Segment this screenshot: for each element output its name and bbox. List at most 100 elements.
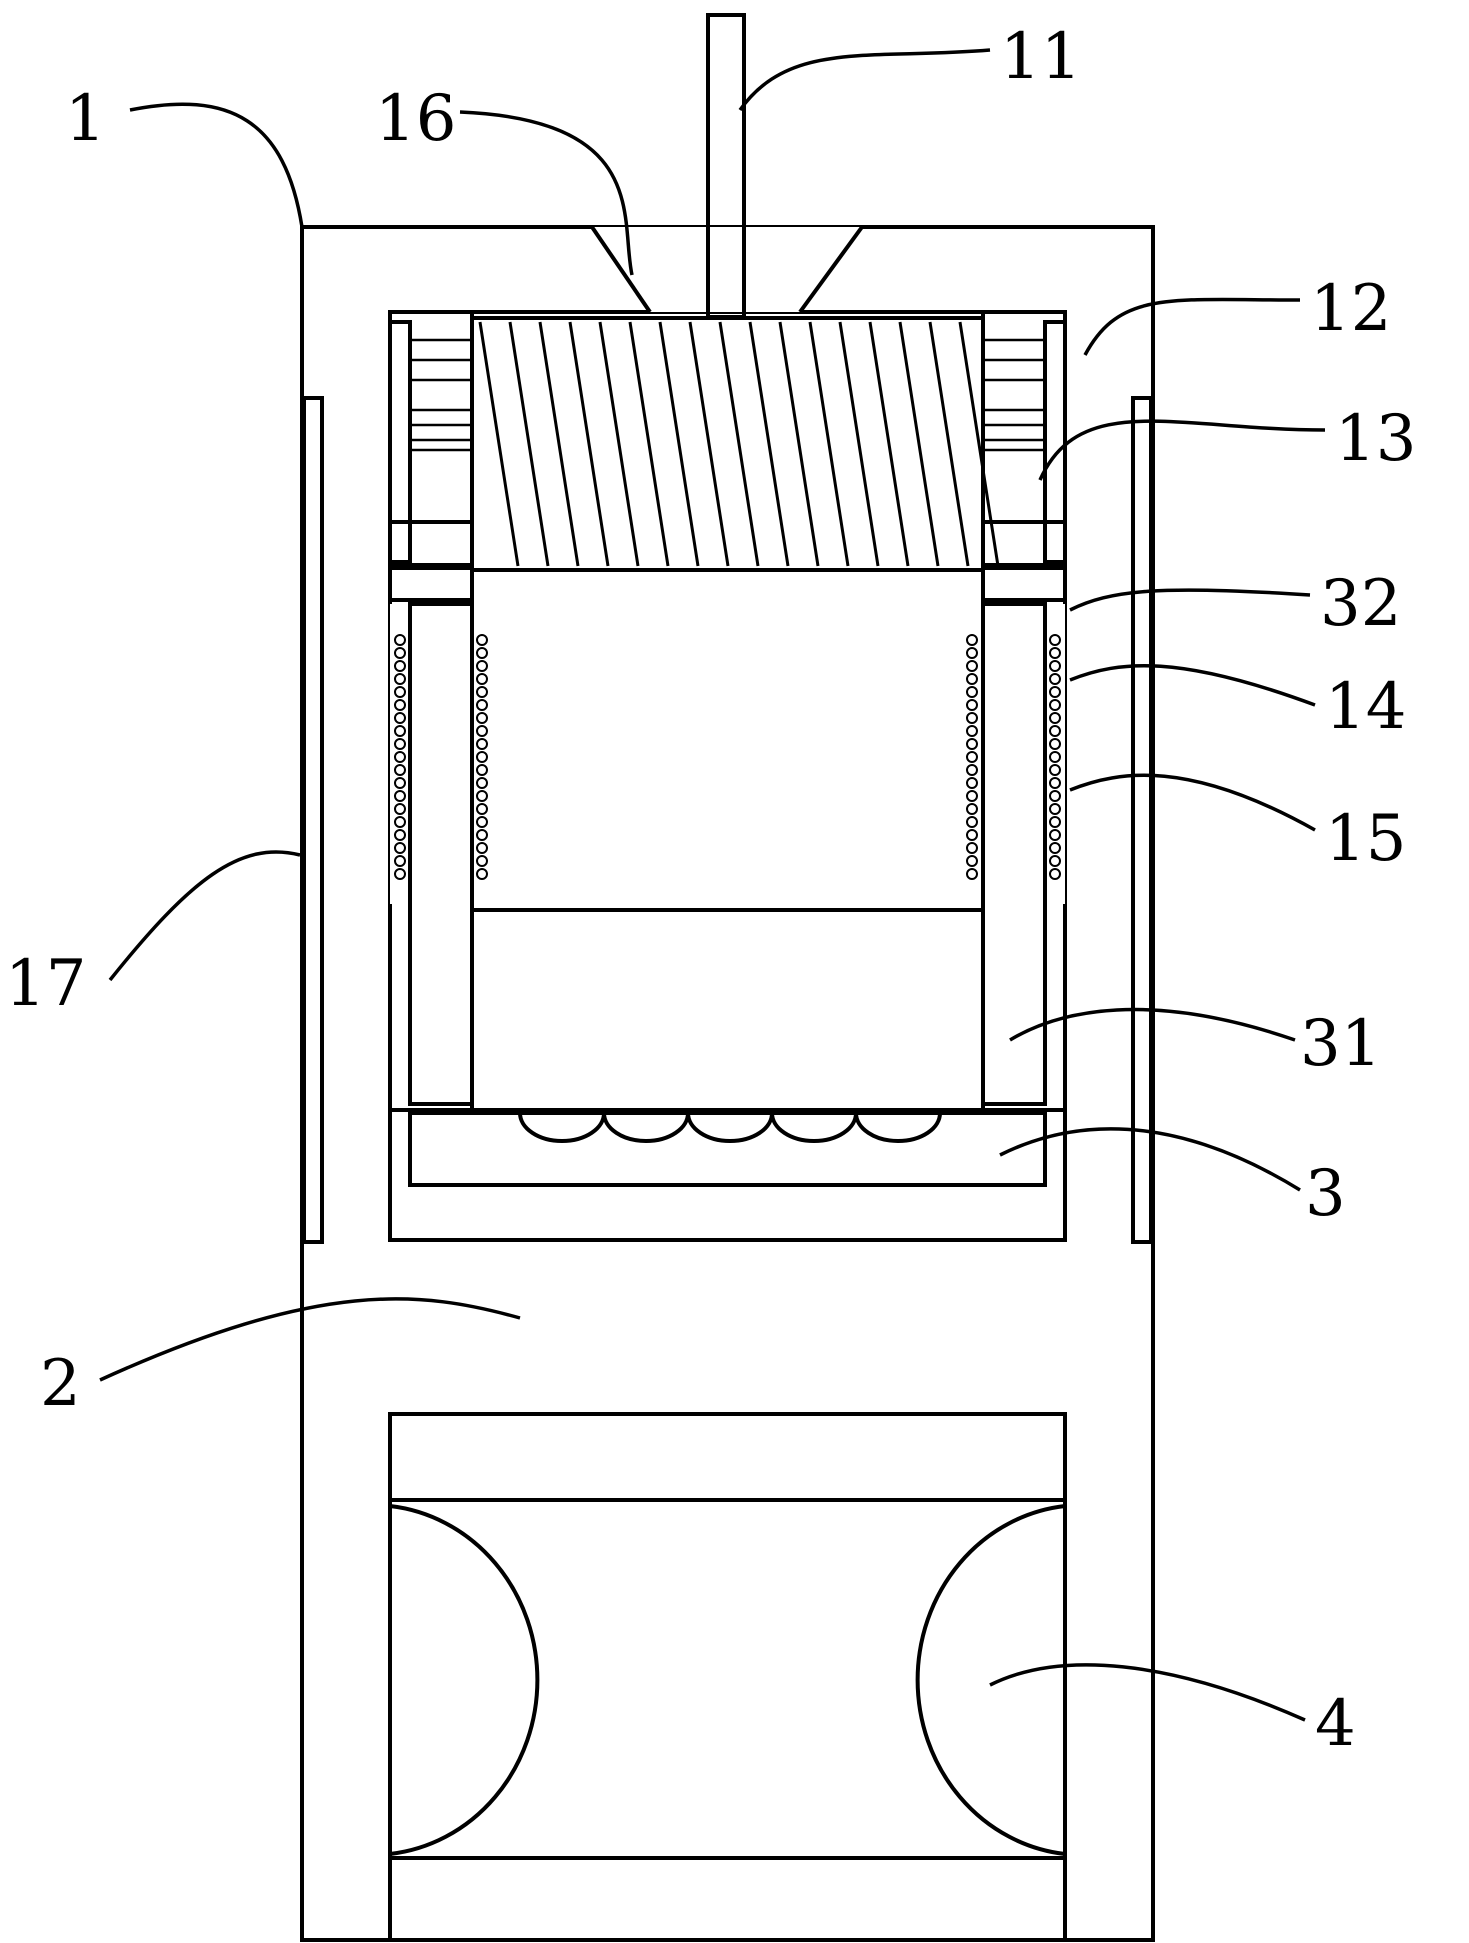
piston-plate — [410, 1113, 1045, 1185]
coil-bead — [477, 765, 487, 775]
coil-bead — [967, 843, 977, 853]
coil-bead — [477, 700, 487, 710]
coil-bead — [395, 791, 405, 801]
coil-bead — [477, 752, 487, 762]
coil-bead — [395, 661, 405, 671]
coil-bead — [395, 778, 405, 788]
coil-bead — [967, 674, 977, 684]
coil-bead — [395, 869, 405, 879]
coil-bead — [1050, 700, 1060, 710]
coil-bead — [395, 843, 405, 853]
coil-bead — [967, 869, 977, 879]
coil-bead — [1050, 856, 1060, 866]
coil-bead — [477, 687, 487, 697]
coil-bead — [395, 700, 405, 710]
coil-bead — [1050, 635, 1060, 645]
coil-bead — [395, 687, 405, 697]
coil-bead — [477, 739, 487, 749]
coil-bead — [1050, 661, 1060, 671]
coil-bead — [1050, 791, 1060, 801]
coil-bead — [477, 791, 487, 801]
label-17: 17 — [5, 947, 86, 1021]
coil-bead — [1050, 687, 1060, 697]
coil-bead — [1050, 869, 1060, 879]
label-12: 12 — [1310, 272, 1391, 346]
coil-bead — [967, 830, 977, 840]
label-14: 14 — [1325, 670, 1406, 744]
coil-bead — [967, 661, 977, 671]
coil-bead — [967, 726, 977, 736]
coil-bead — [477, 843, 487, 853]
coil-bead — [477, 830, 487, 840]
coil-bead — [395, 817, 405, 827]
coil-bead — [395, 635, 405, 645]
coil-bead — [1050, 817, 1060, 827]
coil-bead — [1050, 843, 1060, 853]
coil-bead — [967, 635, 977, 645]
coil-bead — [967, 765, 977, 775]
coil-bead — [477, 635, 487, 645]
coil-bead — [395, 856, 405, 866]
label-31: 31 — [1300, 1007, 1381, 1081]
coil-bead — [1050, 726, 1060, 736]
coil-bead — [477, 804, 487, 814]
coil-bead — [395, 674, 405, 684]
coil-bead — [1050, 778, 1060, 788]
coil-bead — [967, 856, 977, 866]
coil-bead — [477, 856, 487, 866]
coil-bead — [395, 765, 405, 775]
inner-chamber — [472, 570, 983, 1110]
side-plates — [304, 398, 1151, 1242]
label-4: 4 — [1315, 1687, 1356, 1761]
coil-bead — [395, 648, 405, 658]
coil-bead — [1050, 713, 1060, 723]
sleeve-walls — [390, 522, 1065, 1104]
coil-bead — [395, 830, 405, 840]
coil-bead — [967, 687, 977, 697]
label-1: 1 — [65, 82, 106, 156]
coil-bead — [477, 713, 487, 723]
coil-bead — [477, 648, 487, 658]
coil-bead — [1050, 648, 1060, 658]
label-15: 15 — [1325, 802, 1406, 876]
coil-spring — [472, 318, 998, 570]
inner-sleeve — [390, 312, 1065, 1110]
coil-bead — [967, 778, 977, 788]
housing — [302, 227, 1153, 1940]
coil-bead — [967, 817, 977, 827]
coil-bead — [1050, 765, 1060, 775]
coil-bead — [477, 674, 487, 684]
label-11: 11 — [1000, 20, 1081, 94]
label-13: 13 — [1335, 402, 1416, 476]
label-16: 16 — [375, 82, 456, 156]
coil-bead — [395, 726, 405, 736]
coil-beads — [395, 635, 1060, 879]
coil-bead — [477, 778, 487, 788]
coil-bead — [477, 869, 487, 879]
coil-bead — [477, 817, 487, 827]
coil-bead — [1050, 739, 1060, 749]
coil-bead — [967, 739, 977, 749]
coil-bead — [395, 739, 405, 749]
coil-bead — [967, 791, 977, 801]
coil-bead — [395, 713, 405, 723]
coil-bead — [1050, 804, 1060, 814]
label-2: 2 — [40, 1347, 81, 1421]
coil-bead — [967, 752, 977, 762]
coil-bead — [1050, 830, 1060, 840]
coil-bead — [967, 804, 977, 814]
label-3: 3 — [1305, 1157, 1346, 1231]
coil-bead — [395, 804, 405, 814]
coil-bead — [967, 700, 977, 710]
coil-bead — [1050, 752, 1060, 762]
coil-bead — [477, 661, 487, 671]
coil-bead — [1050, 674, 1060, 684]
coil-bead — [395, 752, 405, 762]
coil-bead — [967, 648, 977, 658]
rollers — [390, 1414, 1065, 1940]
label-32: 32 — [1320, 567, 1401, 641]
coil-bead — [477, 726, 487, 736]
coil-bead — [967, 713, 977, 723]
